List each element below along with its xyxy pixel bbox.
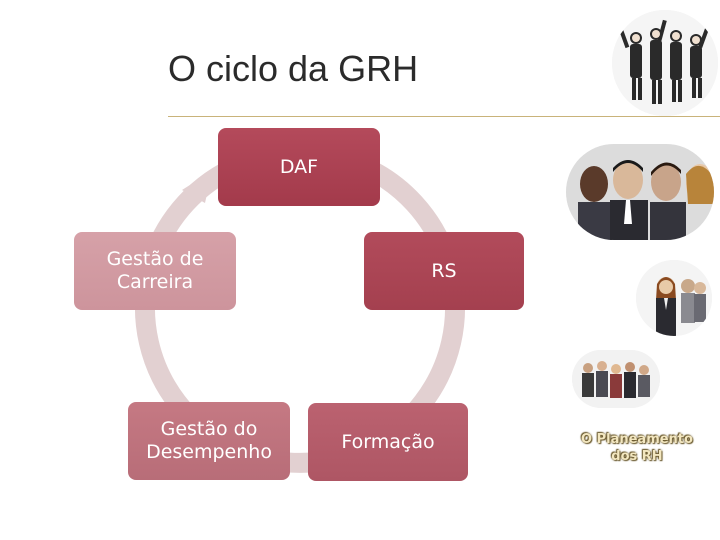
businesswoman-team-photo xyxy=(636,260,712,336)
cycle-node-label: Gestão do Desempenho xyxy=(146,418,272,463)
small-team-photo xyxy=(572,350,660,408)
title-divider xyxy=(168,116,720,117)
planning-caption-line1: O Planeamento xyxy=(581,432,693,447)
cycle-node-rs: RS xyxy=(364,232,524,310)
cycle-node-label: DAF xyxy=(279,155,319,178)
cycle-node-label: RS xyxy=(431,259,457,282)
planning-caption: O Planeamento dos RH xyxy=(572,432,702,466)
business-team-photo xyxy=(566,144,714,240)
cycle-node-formacao: Formação xyxy=(308,403,468,481)
cycle-node-daf: DAF xyxy=(218,128,380,206)
group-celebrating-photo xyxy=(612,10,718,116)
cycle-arrowhead xyxy=(182,171,212,203)
cycle-node-label: Formação xyxy=(341,430,435,453)
cycle-node-label: Gestão de Carreira xyxy=(106,248,204,293)
cycle-node-gestao-carreira: Gestão de Carreira xyxy=(74,232,236,310)
slide-title: O ciclo da GRH xyxy=(168,48,419,89)
planning-caption-line2: dos RH xyxy=(611,448,663,464)
cycle-node-gestao-desempenho: Gestão do Desempenho xyxy=(128,402,290,480)
